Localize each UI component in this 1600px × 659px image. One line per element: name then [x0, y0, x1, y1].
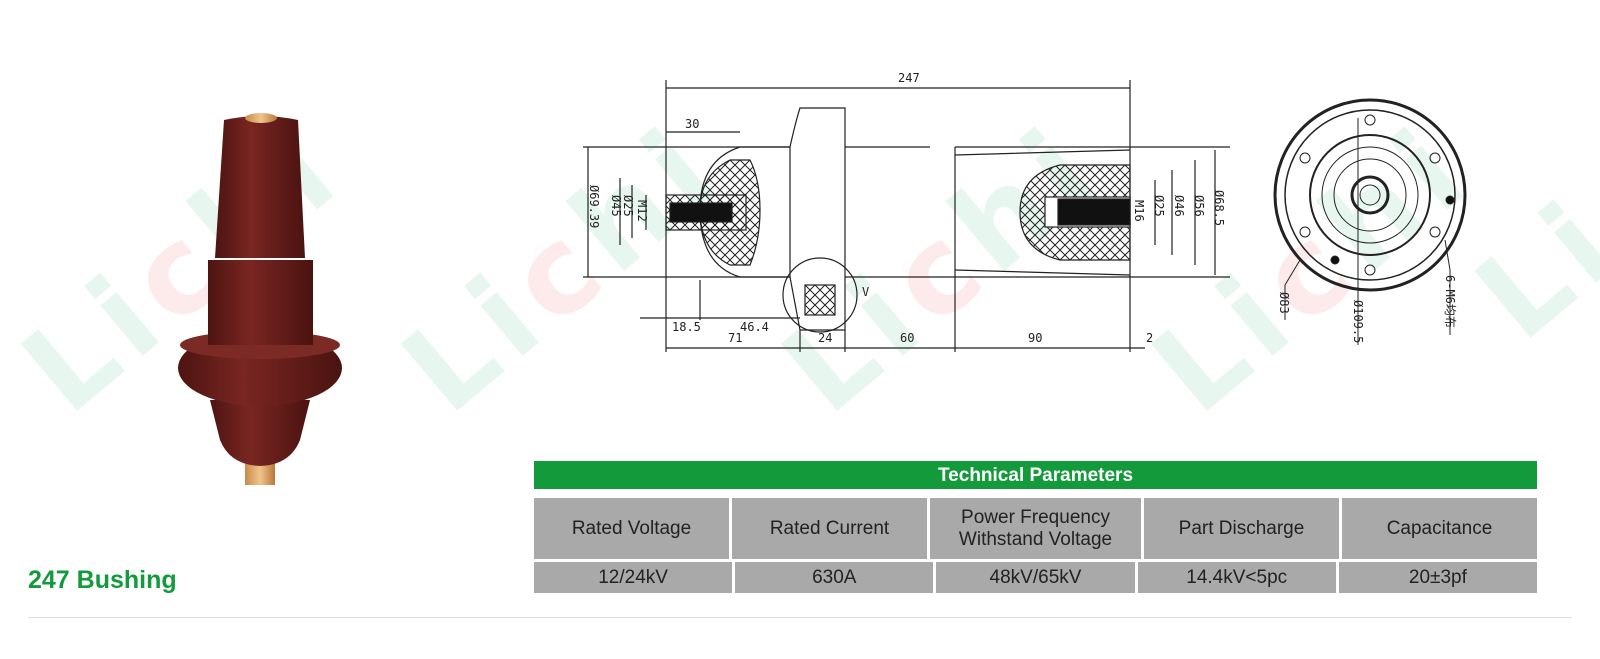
dim-bottom: 90 [1028, 331, 1042, 345]
table-row: 12/24kV 630A 48kV/65kV 14.4kV<5pc 20±3pf [534, 562, 1538, 593]
dim-right-dia: Ø46 [1172, 195, 1186, 217]
table-title: Technical Parameters [534, 461, 1537, 489]
dim-bottom: 60 [900, 331, 914, 345]
side-view [583, 80, 1230, 352]
table-header-row: Rated Voltage Rated Current Power Freque… [534, 498, 1537, 559]
dim-bottom: 2 [1146, 331, 1153, 345]
product-title: 247 Bushing [28, 566, 177, 594]
detail-mark: V [862, 285, 869, 299]
header-cell: Capacitance [1342, 498, 1537, 559]
divider [28, 617, 1572, 618]
header-cell: Power Frequency Withstand Voltage [930, 498, 1141, 559]
bushing-photo [178, 113, 342, 485]
value-cell: 20±3pf [1338, 562, 1538, 593]
header-cell: Part Discharge [1144, 498, 1339, 559]
dim-bottom: 24 [818, 331, 832, 345]
end-view-d-outer: Ø109.5 [1351, 300, 1365, 343]
dim-18-5: 18.5 [672, 320, 701, 334]
dim-30: 30 [685, 117, 699, 131]
header-cell: Rated Current [732, 498, 927, 559]
dim-right-dia: M16 [1132, 200, 1146, 222]
end-view-holes: 6-M6均布 [1443, 275, 1457, 328]
value-cell: 14.4kV<5pc [1137, 562, 1336, 593]
dim-46-4: 46.4 [740, 320, 769, 334]
technical-parameters-table: Technical Parameters Rated Voltage Rated… [534, 461, 1538, 593]
end-view [1273, 98, 1467, 345]
dim-right-dia: Ø56 [1192, 195, 1206, 217]
value-cell: 48kV/65kV [936, 562, 1135, 593]
dim-left-dia: M12 [635, 200, 649, 222]
end-view-d-inner: Ø83 [1277, 292, 1291, 314]
dim-right-dia: Ø25 [1152, 195, 1166, 217]
value-cell: 630A [735, 562, 934, 593]
dim-left-dia: Ø25 [621, 195, 635, 217]
dim-bottom: 71 [728, 331, 742, 345]
dim-left-dia: Ø69.39 [587, 185, 601, 228]
dim-overall-length: 247 [898, 71, 920, 85]
header-cell: Rated Voltage [534, 498, 729, 559]
dim-right-dia: Ø68.5 [1212, 190, 1226, 226]
dim-left-dia: Ø45 [609, 195, 623, 217]
value-cell: 12/24kV [534, 562, 733, 593]
